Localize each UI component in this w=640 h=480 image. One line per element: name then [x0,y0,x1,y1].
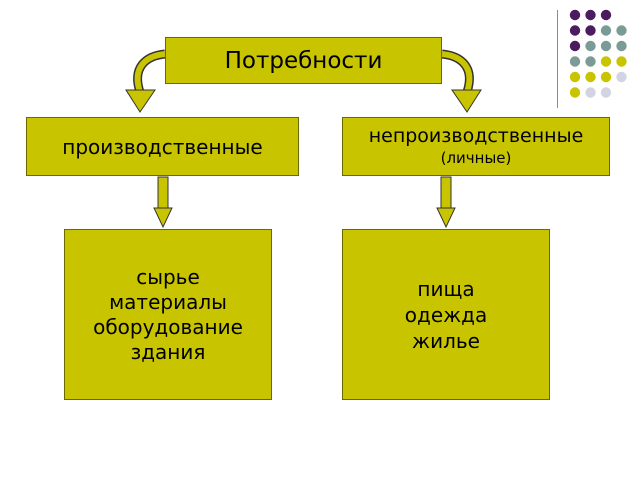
decorative-dot [600,40,612,52]
decorative-dot [585,71,596,83]
decorative-dot [616,56,627,67]
category-right: непроизводственные (личные) [342,117,610,176]
curved-arrow-right [441,49,482,113]
decorative-dot [600,56,612,67]
decorative-dot [616,25,627,36]
list-item: оборудование [93,314,243,339]
down-arrow-right [436,176,456,229]
decorative-dot [585,56,596,67]
list-item: жилье [412,328,480,353]
root-label: Потребности [224,47,383,74]
list-item: здания [130,339,206,364]
decorative-dot [585,87,596,98]
decorative-dot [569,25,581,36]
category-left-label: производственные [62,134,263,159]
category-right-subtitle: (личные) [440,149,512,167]
list-item: пища [417,276,475,301]
category-right-label: непроизводственные [368,125,584,148]
decorative-dot [616,71,627,83]
decorative-dot [569,40,581,52]
decorative-dot [569,71,581,83]
decorative-dot [600,87,612,98]
decorative-dot [585,40,596,52]
decorative-dot [569,56,581,67]
left-items-box: сырье материалы оборудование здания [64,229,272,400]
decorative-dot [569,9,581,21]
decorative-dot [616,40,627,52]
right-items-box: пища одежда жилье [342,229,550,400]
decorative-dot [569,87,581,98]
root-node: Потребности [165,37,442,84]
decorative-dot [585,9,596,21]
decorative-dot [600,71,612,83]
decorative-dot [600,25,612,36]
decorative-dot [585,25,596,36]
decorative-divider-line [557,10,558,108]
list-item: материалы [109,289,227,314]
down-arrow-left [153,176,173,229]
decorative-dot [600,9,612,21]
list-item: одежда [404,302,488,327]
category-left: производственные [26,117,299,176]
list-item: сырье [136,264,200,289]
curved-arrow-left [125,49,166,113]
